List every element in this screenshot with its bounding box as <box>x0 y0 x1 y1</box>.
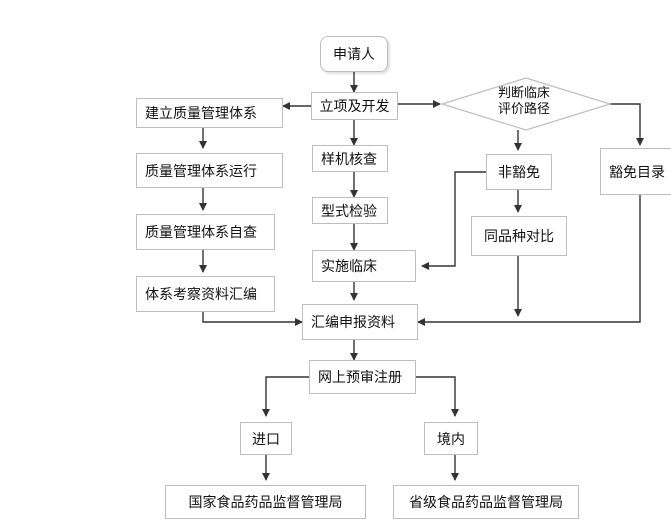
node-type-test: 型式检验 <box>312 197 388 224</box>
node-exempt-list: 豁免目录 <box>600 148 671 195</box>
node-non-exempt: 非豁免 <box>486 154 552 190</box>
node-project-dev: 立项及开发 <box>311 92 398 120</box>
node-qms-run: 质量管理体系运行 <box>136 153 283 188</box>
node-provincial-authority: 省级食品药品监督管理局 <box>393 485 579 519</box>
node-qms-self-check: 质量管理体系自查 <box>136 214 275 250</box>
arrow-online-to-domestic <box>416 376 459 417</box>
judge-label-line1: 判断临床 <box>497 86 550 101</box>
arrow-online-to-import <box>262 376 309 417</box>
node-qms-build: 建立质量管理体系 <box>136 98 283 128</box>
node-applicant: 申请人 <box>320 36 388 72</box>
arrow-docs-to-compile <box>202 312 303 326</box>
node-clinical-trial: 实施临床 <box>312 250 416 282</box>
node-national-authority: 国家食品药品监督管理局 <box>165 485 366 519</box>
node-import: 进口 <box>240 422 292 455</box>
judge-diamond-label: 判断临床 评价路径 <box>470 86 578 118</box>
node-domestic: 境内 <box>424 422 478 455</box>
node-online-register: 网上预审注册 <box>309 360 416 394</box>
arrow-judge-to-exempt <box>610 103 644 146</box>
arrow-nonexempt-to-clinical <box>421 171 486 270</box>
node-prototype-check: 样机核查 <box>312 145 388 172</box>
node-system-docs: 体系考察资料汇编 <box>136 276 275 312</box>
node-compile-docs: 汇编申报资料 <box>302 304 418 340</box>
arrow-exempt-to-compile <box>417 195 641 326</box>
judge-diamond <box>439 77 613 131</box>
judge-label-line2: 评价路径 <box>497 102 550 117</box>
node-same-type-compare: 同品种对比 <box>471 216 567 256</box>
